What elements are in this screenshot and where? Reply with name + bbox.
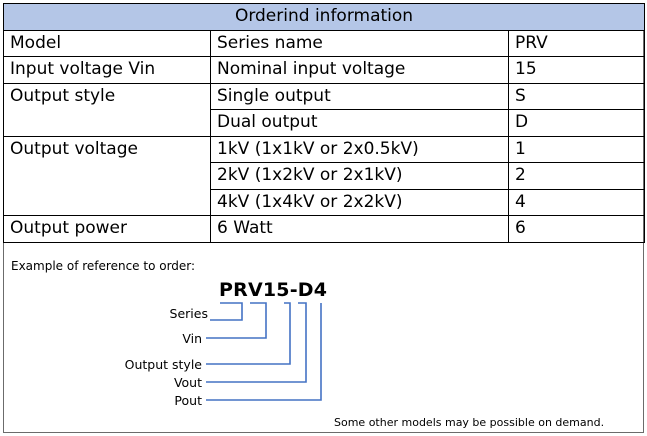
series-leader bbox=[210, 302, 243, 321]
option-cell: 4kV (1x4kV or 2x2kV) bbox=[210, 188, 509, 216]
vout-label: Vout bbox=[173, 375, 202, 390]
pout-label: Pout bbox=[174, 393, 202, 408]
code-cell: 2 bbox=[507, 162, 646, 190]
example-model-code: PRV15-D4-6 bbox=[219, 279, 328, 301]
code-cell: 4 bbox=[507, 188, 646, 216]
group-cell: Output power bbox=[3, 215, 211, 243]
option-cell: Nominal input voltage bbox=[210, 56, 509, 84]
table-row: Output voltage 1kV (1x1kV or 2x0.5kV) 1 bbox=[3, 135, 646, 216]
table-row: 2kV (1x2kV or 2x1kV) 2 bbox=[4, 162, 646, 190]
example-caption: Example of reference to order: bbox=[11, 259, 196, 273]
option-cell: 2kV (1x2kV or 2x1kV) bbox=[210, 162, 509, 190]
table-row: Output power 6 Watt 6 bbox=[3, 215, 646, 243]
table-row: Dual output D bbox=[4, 109, 646, 137]
output-style-leader bbox=[206, 302, 291, 365]
table-row: 4kV (1x4kV or 2x2kV) 4 bbox=[4, 188, 646, 216]
option-cell: 1kV (1x1kV or 2x0.5kV) bbox=[210, 135, 509, 163]
code-cell: 6 bbox=[507, 215, 646, 243]
table-row: Input voltage Vin Nominal input voltage … bbox=[3, 56, 646, 84]
pout-leader bbox=[206, 303, 322, 401]
group-cell: Output voltage bbox=[3, 135, 211, 216]
ordering-table: Orderind information Model Series name P… bbox=[2, 3, 646, 243]
group-cell: Input voltage Vin bbox=[3, 56, 211, 84]
vout-leader bbox=[206, 302, 307, 383]
code-cell: 1 bbox=[507, 135, 646, 163]
series-label: Series bbox=[169, 306, 208, 321]
vin-leader bbox=[206, 302, 267, 339]
vin-label: Vin bbox=[182, 331, 202, 346]
option-cell: Dual output bbox=[210, 109, 509, 137]
table-row: Output style Single output S bbox=[3, 82, 646, 137]
code-cell: D bbox=[507, 109, 646, 137]
output-style-label: Output style bbox=[124, 357, 202, 372]
availability-note: Some other models may be possible on dem… bbox=[334, 416, 605, 429]
option-cell: Series name bbox=[210, 29, 509, 57]
option-cell: Single output bbox=[210, 82, 509, 110]
